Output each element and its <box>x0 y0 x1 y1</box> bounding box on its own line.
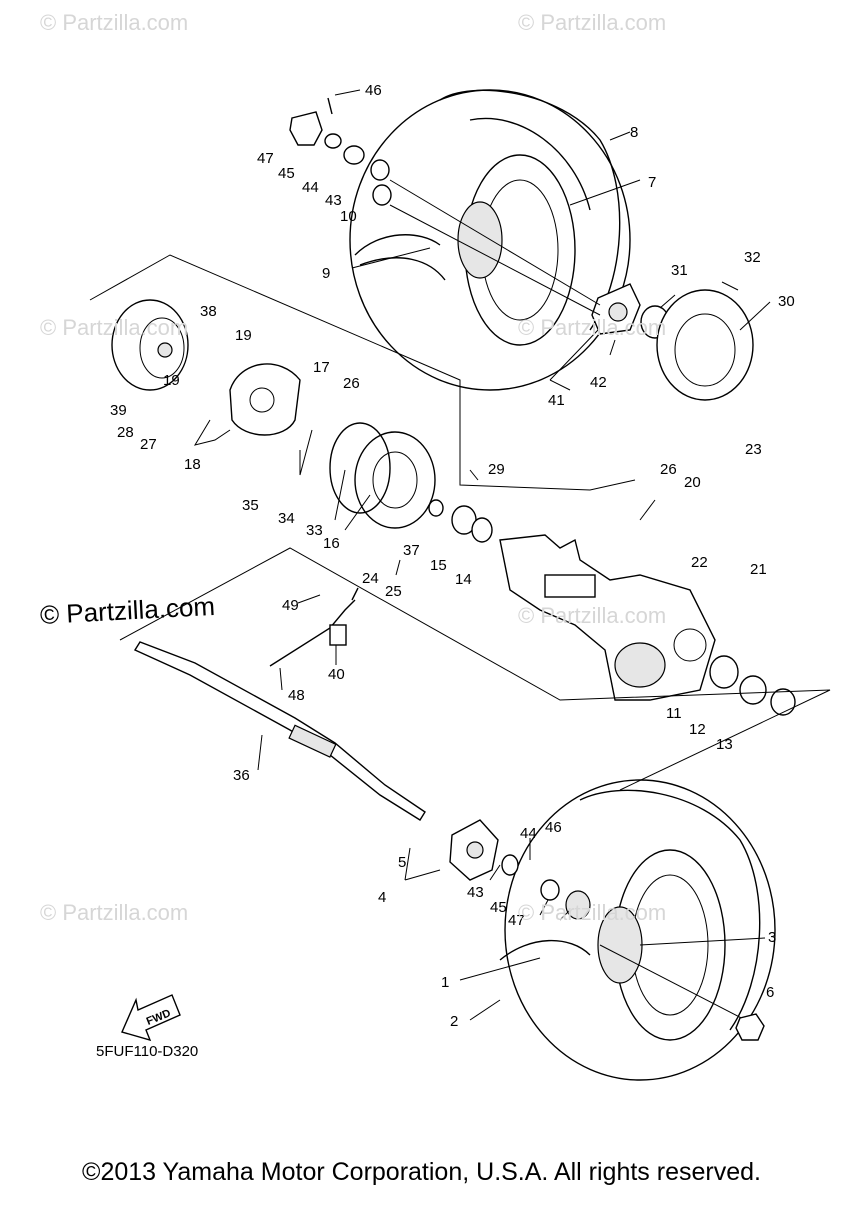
callout: 47 <box>257 150 274 167</box>
callout: 4 <box>378 889 386 906</box>
callout: 8 <box>630 124 638 141</box>
callout: 21 <box>750 561 767 578</box>
hub-4 <box>449 819 591 920</box>
callout: 19 <box>163 372 180 389</box>
watermark: © Partzilla.com <box>40 315 189 340</box>
callout: 26 <box>660 461 677 478</box>
callout: 2 <box>450 1013 458 1030</box>
callout: 32 <box>744 249 761 266</box>
callout: 46 <box>545 819 562 836</box>
callout: 11 <box>666 705 682 722</box>
callout: 6 <box>766 984 774 1001</box>
brake-panel-16 <box>329 422 436 529</box>
callout: 27 <box>140 436 157 453</box>
hub-41 <box>591 283 670 339</box>
callout: 14 <box>455 571 472 588</box>
callout: 29 <box>488 461 505 478</box>
callout: 41 <box>548 392 565 409</box>
small-parts-upper <box>289 97 392 206</box>
callout: 44 <box>302 179 319 196</box>
fwd-arrow-icon: FWD <box>121 994 181 1042</box>
callout: 47 <box>508 912 525 929</box>
callout: 49 <box>282 597 299 614</box>
callout: 12 <box>689 721 706 738</box>
callout-labels: 46 8 47 45 44 43 7 10 9 32 31 30 38 19 1… <box>110 82 795 1030</box>
callout: 30 <box>778 293 795 310</box>
callout: 15 <box>430 557 447 574</box>
callout: 7 <box>648 174 656 191</box>
watermark: © Partzilla.com <box>40 900 189 925</box>
brake-drum-39 <box>111 299 189 391</box>
callout: 31 <box>671 262 688 279</box>
copyright-notice: ©2013 Yamaha Motor Corporation, U.S.A. A… <box>82 1158 761 1186</box>
callout: 43 <box>467 884 484 901</box>
callout: 23 <box>745 441 762 458</box>
callout: 19 <box>235 327 252 344</box>
callout: 42 <box>590 374 607 391</box>
callout: 36 <box>233 767 250 784</box>
callout: 35 <box>242 497 259 514</box>
callout: 38 <box>200 303 217 320</box>
callout: 48 <box>288 687 305 704</box>
callout: 33 <box>306 522 323 539</box>
callout: 44 <box>520 825 537 842</box>
callout: 28 <box>117 424 134 441</box>
lower-wheel-tire <box>499 779 776 1081</box>
brake-shoe-18 <box>229 363 301 436</box>
callout: 13 <box>716 736 733 753</box>
watermark: © Partzilla.com <box>518 315 667 340</box>
callout: 3 <box>768 929 776 946</box>
bearings <box>428 499 796 716</box>
watermark: © Partzilla.com <box>40 10 189 35</box>
nut-6 <box>735 1013 765 1041</box>
callout: 16 <box>323 535 340 552</box>
brake-drum-30 <box>656 289 754 401</box>
callout: 9 <box>322 265 330 282</box>
axle-housing <box>499 534 716 701</box>
callout: 45 <box>278 165 295 182</box>
callout: 17 <box>313 359 330 376</box>
callout: 37 <box>403 542 420 559</box>
callout: 5 <box>398 854 406 871</box>
callout: 26 <box>343 375 360 392</box>
callout: 24 <box>362 570 379 587</box>
callout: 25 <box>385 583 402 600</box>
axle-shaft-36 <box>133 641 426 821</box>
callout: 22 <box>691 554 708 571</box>
callout: 45 <box>490 899 507 916</box>
callout: 1 <box>441 974 449 991</box>
leader-lines <box>89 89 831 1026</box>
diagram-code: 5FUF110-D320 <box>96 1043 199 1060</box>
cable-48 <box>269 587 359 667</box>
callout: 34 <box>278 510 295 527</box>
watermark: © Partzilla.com <box>518 10 667 35</box>
callout: 20 <box>684 474 701 491</box>
watermark: © Partzilla.com <box>518 603 667 628</box>
callout: 39 <box>110 402 127 419</box>
callout: 18 <box>184 456 201 473</box>
callout: 10 <box>340 208 357 225</box>
callout: 46 <box>365 82 382 99</box>
callout: 43 <box>325 192 342 209</box>
callout: 40 <box>328 666 345 683</box>
watermark: © Partzilla.com <box>518 900 667 925</box>
